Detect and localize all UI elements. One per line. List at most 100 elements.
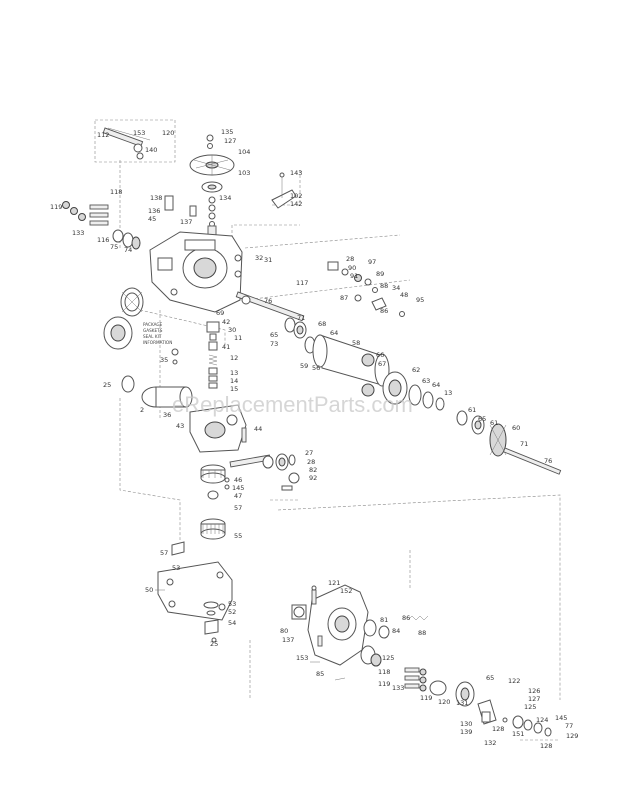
spring-stack bbox=[171, 321, 220, 389]
callout-label: 143 bbox=[290, 169, 302, 177]
callout-label: 92 bbox=[309, 474, 317, 482]
callout-label: 128 bbox=[492, 725, 504, 733]
callout-label: 127 bbox=[224, 137, 236, 145]
callout-label: 124 bbox=[536, 716, 548, 724]
callout-label: 68 bbox=[318, 320, 326, 328]
callout-label: 14 bbox=[230, 377, 238, 385]
callout-label: 41 bbox=[222, 343, 230, 351]
callout-label: 71 bbox=[520, 440, 528, 448]
callout-label: 58 bbox=[352, 339, 360, 347]
callout-label: 12 bbox=[230, 354, 238, 362]
callout-label: 137 bbox=[282, 636, 294, 644]
callout-label: 132 bbox=[484, 739, 496, 747]
callout-label: 65 bbox=[486, 674, 494, 682]
callout-label: 120 bbox=[438, 698, 450, 706]
callout-label: 30 bbox=[228, 326, 236, 334]
callout-label: 128 bbox=[540, 742, 552, 750]
callout-label: 119 bbox=[50, 203, 62, 211]
callout-label: 85 bbox=[316, 670, 324, 678]
callout-label: 130 bbox=[460, 720, 472, 728]
callout-label: 55 bbox=[234, 532, 242, 540]
bracket-assembly bbox=[271, 172, 297, 209]
callout-label: 88 bbox=[418, 629, 426, 637]
callout-label: 73 bbox=[270, 340, 278, 348]
callout-label: 15 bbox=[230, 385, 238, 393]
callout-label: 118 bbox=[110, 188, 122, 196]
callout-label: 145 bbox=[232, 484, 244, 492]
upper-right-hardware bbox=[327, 261, 405, 317]
callout-label: 82 bbox=[309, 466, 317, 474]
callout-labels: 135 127 104 103 134 153 120 112 140 143 … bbox=[50, 128, 578, 750]
callout-label: 76 bbox=[264, 297, 272, 305]
callout-label: 64 bbox=[330, 329, 338, 337]
callout-label: 61 bbox=[490, 419, 498, 427]
callout-label: 127 bbox=[528, 695, 540, 703]
callout-label: 86 bbox=[380, 307, 388, 315]
callout-label: 77 bbox=[565, 722, 573, 730]
callout-label: 36 bbox=[163, 411, 171, 419]
callout-label: 138 bbox=[150, 194, 162, 202]
callout-label: 126 bbox=[528, 687, 540, 695]
callout-label: 65 bbox=[478, 415, 486, 423]
callout-label: 142 bbox=[290, 200, 302, 208]
callout-label: 46 bbox=[234, 476, 242, 484]
callout-label: 102 bbox=[290, 192, 302, 200]
watermark: eReplacementParts.com bbox=[172, 392, 413, 417]
callout-label: 152 bbox=[340, 587, 352, 595]
seal-disk bbox=[103, 287, 144, 350]
top-pulley-assembly bbox=[102, 127, 235, 241]
callout-label: 120 bbox=[162, 129, 174, 137]
callout-label: 97 bbox=[368, 258, 376, 266]
callout-label: 153 bbox=[133, 129, 145, 137]
callout-label: 151 bbox=[512, 730, 524, 738]
callout-label: 103 bbox=[238, 169, 250, 177]
callout-label: 2 bbox=[140, 406, 144, 414]
upper-axle-assembly bbox=[235, 291, 562, 475]
small-bracket bbox=[171, 541, 185, 556]
callout-label: 117 bbox=[296, 279, 308, 287]
callout-label: 27 bbox=[305, 449, 313, 457]
callout-label: 11 bbox=[234, 334, 242, 342]
callout-label: 118 bbox=[378, 668, 390, 676]
callout-label: 131 bbox=[456, 699, 468, 707]
callout-label: 87 bbox=[340, 294, 348, 302]
callout-label: 28 bbox=[307, 458, 315, 466]
callout-label: 139 bbox=[460, 728, 472, 736]
callout-label: 63 bbox=[422, 377, 430, 385]
callout-label: 153 bbox=[296, 654, 308, 662]
callout-label: 48 bbox=[400, 291, 408, 299]
callout-label: 122 bbox=[508, 677, 520, 685]
note-line: PACKAGE bbox=[143, 322, 163, 327]
callout-label: 133 bbox=[392, 684, 404, 692]
ring-gear bbox=[200, 518, 226, 540]
middle-shaft-assembly bbox=[229, 453, 300, 491]
callout-label: 32 bbox=[255, 254, 263, 262]
callout-label: 52 bbox=[228, 608, 236, 616]
callout-label: 90 bbox=[348, 264, 356, 272]
left-caps bbox=[62, 201, 141, 250]
callout-label: 95 bbox=[416, 296, 424, 304]
callout-label: 76 bbox=[544, 457, 552, 465]
callout-label: 13 bbox=[444, 389, 452, 397]
callout-label: 116 bbox=[97, 236, 109, 244]
callout-label: 66 bbox=[376, 351, 384, 359]
callout-label: 137 bbox=[180, 218, 192, 226]
callout-label: 45 bbox=[148, 215, 156, 223]
callout-label: 119 bbox=[420, 694, 432, 702]
callout-label: 34 bbox=[392, 284, 400, 292]
callout-label: 53 bbox=[228, 600, 236, 608]
callout-label: 42 bbox=[222, 318, 230, 326]
callout-label: 25 bbox=[210, 640, 218, 648]
callout-label: 80 bbox=[280, 627, 288, 635]
callout-label: 50 bbox=[145, 586, 153, 594]
callout-label: 44 bbox=[254, 425, 262, 433]
callout-label: 69 bbox=[216, 309, 224, 317]
callout-label: 121 bbox=[328, 579, 340, 587]
assembly-note: PACKAGE GASKETS SEAL KIT INFORMATION bbox=[143, 322, 172, 345]
callout-label: 31 bbox=[264, 256, 272, 264]
callout-label: 35 bbox=[160, 356, 168, 364]
drive-gear bbox=[200, 464, 230, 500]
callout-label: 43 bbox=[176, 422, 184, 430]
callout-label: 64 bbox=[432, 381, 440, 389]
callout-label: 145 bbox=[555, 714, 567, 722]
